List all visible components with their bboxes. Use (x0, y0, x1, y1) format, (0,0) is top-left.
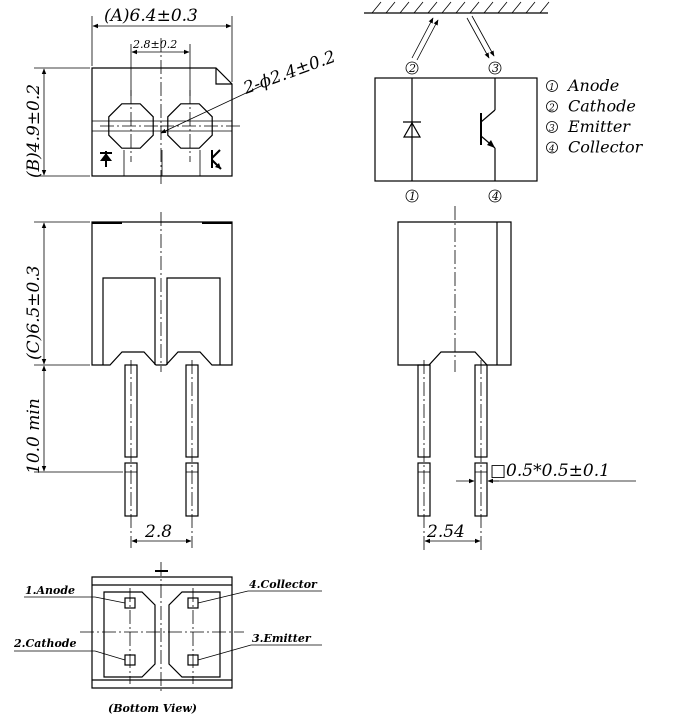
dim-lead-length: 10.0 min (24, 398, 44, 474)
ground-hatch-line (399, 1, 410, 14)
ground-hatch-line (525, 1, 536, 14)
lens-left (100, 90, 162, 162)
ground-hatch-line (455, 1, 466, 14)
dim-width-a: (A)6.4±0.3 (104, 6, 198, 26)
schematic: 2 3 1 4 (364, 1, 550, 203)
legend-mark: 3 (549, 124, 555, 134)
ground-hatch-line (371, 1, 382, 14)
ground-hatch-line (469, 1, 480, 14)
ground-hatch-line (539, 1, 550, 14)
dim-lead-size: □0.5*0.5±0.1 (490, 461, 610, 481)
lens-right (160, 90, 240, 162)
dim-height-c: (C)6.5±0.3 (24, 265, 44, 360)
bottom-label-anode: 1.Anode (25, 584, 75, 597)
ground-hatch-line (511, 1, 522, 14)
front-view: (C)6.5±0.3 10.0 min 2.8 (24, 212, 233, 548)
bottom-label-collector: 4.Collector (249, 578, 318, 591)
bottom-label-cathode: 2.Cathode (13, 637, 76, 650)
bottom-label-emitter: 3.Emitter (252, 632, 312, 645)
bottom-view-title: (Bottom View) (108, 702, 197, 715)
legend-mark: 4 (548, 145, 555, 155)
ground-hatch-line (441, 1, 452, 14)
diode-mark-icon (100, 151, 112, 167)
legend-label: Collector (568, 138, 644, 157)
legend-label: Anode (566, 76, 619, 95)
pin-mark-bottom-right: 4 (491, 190, 499, 203)
transistor-mark-icon (211, 149, 222, 170)
pin-mark-top-right: 3 (492, 62, 499, 75)
legend-mark: 2 (548, 104, 555, 114)
dim-height-b: (B)4.9±0.2 (24, 84, 44, 178)
pin-mark-top-left: 2 (408, 62, 416, 75)
legend-mark-circle (546, 121, 558, 133)
legend-mark-circle (546, 100, 558, 113)
legend-label: Emitter (567, 117, 631, 136)
ground-hatch-line (497, 1, 508, 14)
legend-label: Cathode (568, 97, 636, 116)
dim-lead-pitch-front: 2.8 (144, 522, 172, 542)
legend-mark-circle (546, 80, 558, 92)
dim-diameter: 2-ϕ2.4±0.2 (240, 47, 338, 99)
side-view: 2.54 □0.5*0.5±0.1 (397, 206, 636, 550)
dim-lead-pitch-side: 2.54 (426, 522, 465, 542)
ground-hatch-line (483, 1, 494, 14)
pin-mark-bottom-left: 1 (409, 190, 416, 203)
legend-mark-circle (546, 141, 558, 154)
dim-pitch-top: 2.8±0.2 (132, 38, 177, 51)
ground-hatch-line (385, 1, 396, 14)
bottom-view: 1.Anode 2.Cathode 4.Collector 3.Emitter … (13, 562, 322, 715)
ground-hatch-line (413, 1, 424, 14)
legend-mark: 1 (549, 83, 555, 93)
ground-hatch-line (427, 1, 438, 14)
pin-legend: 1 Anode 2 Cathode 3 Emitter 4 Collector (546, 76, 644, 157)
top-view: (A)6.4±0.3 2.8±0.2 2-ϕ2.4±0.2 (B)4.9±0.2 (24, 6, 338, 186)
